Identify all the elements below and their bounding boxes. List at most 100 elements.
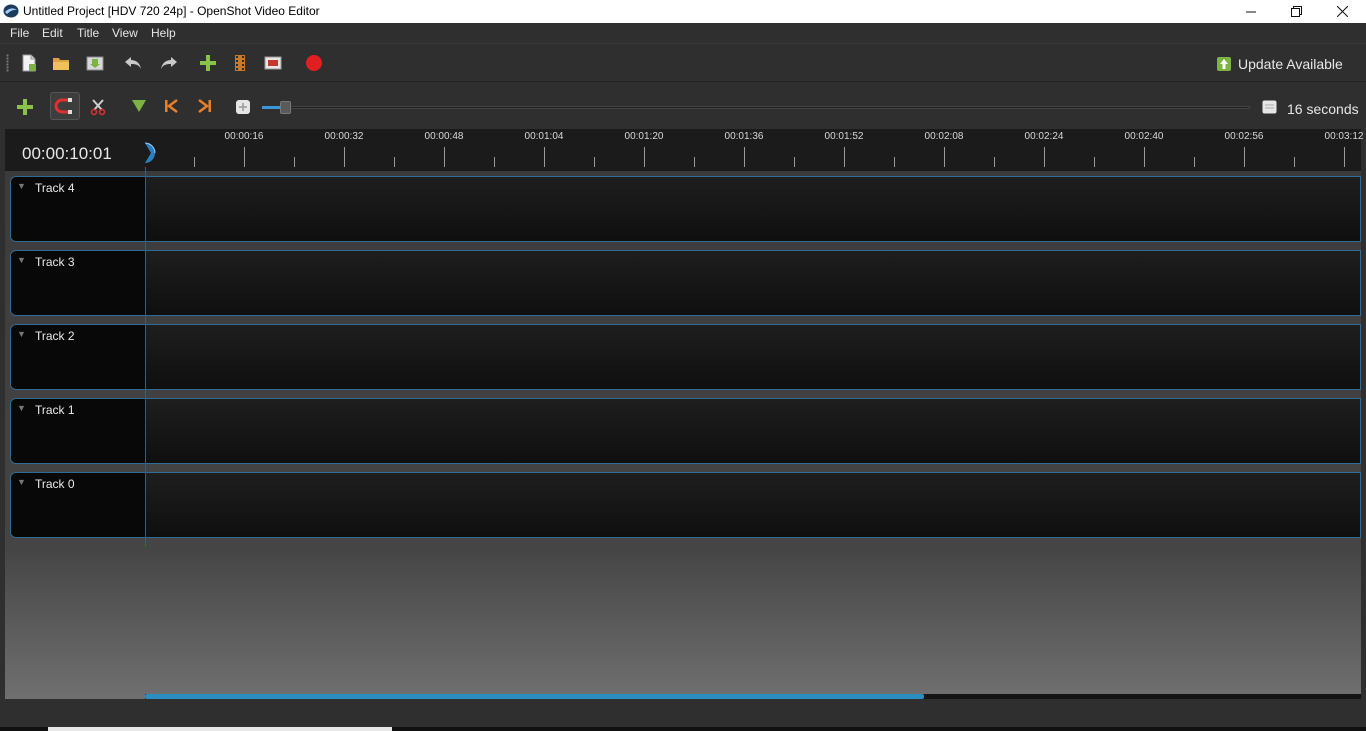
snap-button[interactable] [50, 92, 80, 120]
track-row[interactable]: ▼ Track 4 [10, 176, 1361, 242]
update-available-label: Update Available [1238, 56, 1343, 72]
ruler-minor-tick [894, 157, 895, 167]
zoom-slider-track[interactable] [262, 106, 1250, 109]
track-label: Track 3 [35, 255, 75, 269]
zoom-slider-handle[interactable] [280, 101, 291, 114]
snap-icon [54, 98, 72, 114]
track-label: Track 0 [35, 477, 75, 491]
center-timeline-button[interactable] [232, 96, 254, 118]
track-collapse-icon[interactable]: ▼ [17, 477, 26, 487]
track-label: Track 2 [35, 329, 75, 343]
export-video-button[interactable] [303, 52, 325, 74]
menu-title[interactable]: Title [77, 26, 100, 40]
ruler-major-tick [344, 147, 345, 167]
main-toolbar: Update Available [0, 43, 1366, 81]
ruler-tick-label: 00:02:24 [1024, 131, 1064, 142]
ruler-minor-tick [594, 157, 595, 167]
ruler-tick-label: 00:02:08 [924, 131, 964, 142]
open-project-icon [53, 58, 69, 70]
add-marker-button[interactable] [128, 95, 150, 117]
track-header[interactable]: ▼ Track 1 [11, 399, 145, 463]
ruler-major-tick [644, 147, 645, 167]
redo-button[interactable] [158, 52, 180, 74]
close-icon [1336, 6, 1348, 17]
import-files-button[interactable] [197, 52, 219, 74]
taskbar-edge [0, 727, 1366, 731]
ruler-major-tick [1044, 147, 1045, 167]
playhead-line[interactable] [145, 167, 146, 547]
menu-edit[interactable]: Edit [42, 26, 63, 40]
ruler-major-tick [844, 147, 845, 167]
toolbar-grip[interactable] [6, 54, 9, 72]
timeline-toolbar: 16 seconds [0, 81, 1366, 129]
track-header[interactable]: ▼ Track 3 [11, 251, 145, 315]
window-title: Untitled Project [HDV 720 24p] - OpenSho… [23, 4, 320, 18]
horizontal-scrollbar-thumb[interactable] [145, 694, 924, 699]
bottom-panel [0, 699, 1366, 731]
previous-marker-icon [165, 99, 178, 113]
ruler-minor-tick [394, 157, 395, 167]
new-project-button[interactable] [18, 52, 40, 74]
menu-file[interactable]: File [10, 26, 30, 40]
ruler-tick-label: 00:00:32 [324, 131, 364, 142]
undo-button[interactable] [122, 52, 144, 74]
center-timeline-icon [236, 100, 250, 114]
minimize-icon [1246, 11, 1256, 12]
ruler-major-tick [1344, 147, 1345, 167]
razor-button[interactable] [87, 96, 109, 118]
fullscreen-button[interactable] [262, 52, 284, 74]
update-available-button[interactable]: Update Available [1216, 53, 1343, 75]
update-arrow-icon [1217, 57, 1231, 71]
ruler-major-tick [544, 147, 545, 167]
ruler-tick-label: 00:01:20 [624, 131, 664, 142]
track-collapse-icon[interactable]: ▼ [17, 181, 26, 191]
ruler-tick-label: 00:00:16 [224, 131, 264, 142]
ruler-minor-tick [794, 157, 795, 167]
redo-icon [161, 57, 177, 69]
minimize-button[interactable] [1228, 0, 1274, 23]
taskbar-highlight [48, 727, 392, 731]
menu-help[interactable]: Help [151, 26, 176, 40]
ruler-minor-tick [1294, 157, 1295, 167]
ruler-major-tick [944, 147, 945, 167]
next-marker-icon [198, 99, 211, 113]
open-project-button[interactable] [50, 52, 72, 74]
track-label: Track 1 [35, 403, 75, 417]
previous-marker-button[interactable] [160, 95, 182, 117]
ruler-minor-tick [1194, 157, 1195, 167]
add-track-button[interactable] [14, 96, 36, 118]
ruler-major-tick [1144, 147, 1145, 167]
add-marker-icon [132, 100, 146, 112]
track-row[interactable]: ▼ Track 0 [10, 472, 1361, 538]
add-track-icon [17, 99, 33, 115]
track-header[interactable]: ▼ Track 2 [11, 325, 145, 389]
track-collapse-icon[interactable]: ▼ [17, 329, 26, 339]
choose-profile-button[interactable] [229, 52, 251, 74]
next-marker-button[interactable] [194, 95, 216, 117]
track-row[interactable]: ▼ Track 2 [10, 324, 1361, 390]
ruler-major-tick [744, 147, 745, 167]
zoom-box-icon [1262, 100, 1277, 114]
track-row[interactable]: ▼ Track 1 [10, 398, 1361, 464]
ruler-major-tick [1244, 147, 1245, 167]
track-collapse-icon[interactable]: ▼ [17, 255, 26, 265]
track-row[interactable]: ▼ Track 3 [10, 250, 1361, 316]
ruler-tick-label: 00:01:52 [824, 131, 864, 142]
ruler-minor-tick [294, 157, 295, 167]
track-header[interactable]: ▼ Track 0 [11, 473, 145, 537]
close-button[interactable] [1319, 0, 1365, 23]
ruler-tick-label: 00:02:56 [1224, 131, 1264, 142]
menu-bar: File Edit Title View Help [0, 23, 1366, 43]
track-label: Track 4 [35, 181, 75, 195]
ruler-minor-tick [494, 157, 495, 167]
restore-button[interactable] [1273, 0, 1319, 23]
menu-view[interactable]: View [112, 26, 138, 40]
playhead-handle-icon[interactable] [143, 141, 157, 165]
save-project-button[interactable] [84, 52, 106, 74]
import-files-icon [200, 55, 216, 71]
track-collapse-icon[interactable]: ▼ [17, 403, 26, 413]
track-header[interactable]: ▼ Track 4 [11, 177, 145, 241]
ruler-tick-label: 00:02:40 [1124, 131, 1164, 142]
